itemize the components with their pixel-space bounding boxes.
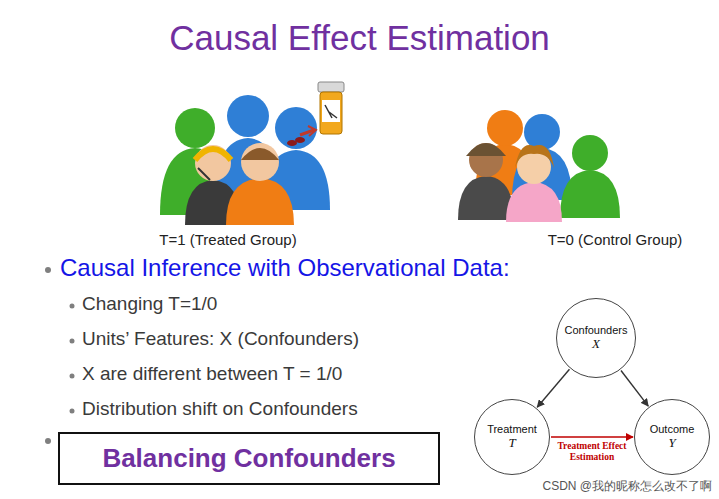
group-label: T=0 (Control Group) <box>515 231 715 248</box>
node-label: Outcome <box>650 423 695 436</box>
bullet-item: Distribution shift on Confounders <box>82 398 358 420</box>
group-label: T=1 (Treated Group) <box>128 231 328 248</box>
bullet-dot <box>70 409 75 414</box>
highlight-box: Balancing Confounders <box>58 432 440 485</box>
slide-title: Causal Effect Estimation <box>0 18 719 58</box>
node-symbol: Y <box>668 436 675 451</box>
variable-circle: ConfoundersX <box>556 298 636 378</box>
bullet-heading: Causal Inference with Observational Data… <box>60 254 510 282</box>
node-symbol: T <box>508 436 515 451</box>
bullet-item: Units’ Features: X (Confounders) <box>82 328 359 350</box>
pill-bottle <box>287 82 344 146</box>
causal-arrow <box>537 369 569 407</box>
watermark: CSDN @我的昵称怎么改不了啊 <box>440 478 712 495</box>
variable-circle: OutcomeY <box>634 399 710 475</box>
bullet-dot <box>45 267 51 273</box>
bullet-dot <box>70 374 75 379</box>
causal-arrow <box>551 436 633 437</box>
node-label: Balancing Confounders <box>102 444 395 474</box>
bullet-dot <box>70 304 75 309</box>
bullet-dot <box>45 438 51 444</box>
bullet-item: Changing T=1/0 <box>82 293 217 315</box>
treated-people <box>160 95 330 225</box>
node-label: Confounders <box>565 324 628 337</box>
control-people <box>458 110 620 222</box>
edge-label: Treatment Effect Estimation <box>550 441 634 463</box>
node-label: Treatment <box>487 423 537 436</box>
bullet-item: X are different between T = 1/0 <box>82 363 342 385</box>
variable-circle: TreatmentT <box>474 399 550 475</box>
node-symbol: X <box>592 337 600 352</box>
causal-arrow <box>621 371 648 407</box>
bullet-dot <box>70 339 75 344</box>
